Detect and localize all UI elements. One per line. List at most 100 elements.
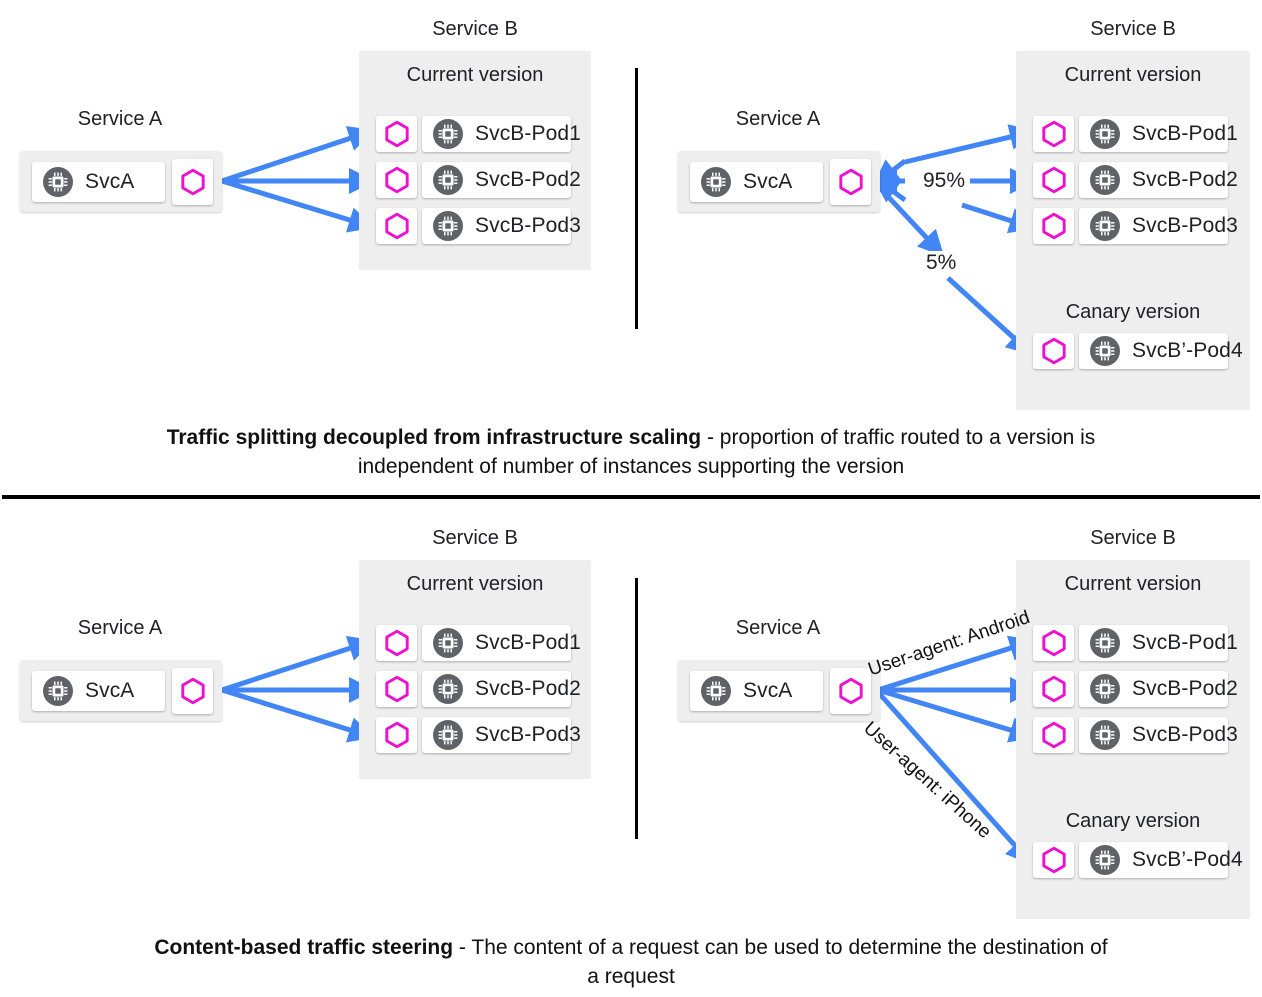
arrow-95-to-pod1 <box>904 124 1036 165</box>
pod-card[interactable]: SvcB-Pod1 <box>1079 116 1238 152</box>
cpu-chip-icon <box>701 676 731 706</box>
service-a-title: Service A <box>735 617 821 639</box>
arrow-svca-to-pod1-b <box>221 635 375 693</box>
service-a-pod-card[interactable]: SvcA <box>32 671 165 711</box>
envoy-proxy-hexagon-icon <box>838 168 863 196</box>
pod-proxy-card[interactable] <box>376 162 417 198</box>
pod-card[interactable]: SvcB-Pod3 <box>422 208 581 244</box>
pod-proxy-card[interactable] <box>1033 116 1074 152</box>
pod-card[interactable]: SvcB-Pod3 <box>1079 717 1238 753</box>
arrow-5-to-pod4 <box>946 276 1033 356</box>
pod-label: SvcB-Pod2 <box>475 168 581 191</box>
arrow-gw-to-pod4-b <box>876 690 1032 865</box>
cpu-chip-icon <box>433 211 463 241</box>
cpu-chip-icon <box>1090 336 1120 366</box>
cpu-chip-icon <box>43 676 73 706</box>
envoy-proxy-hexagon-icon <box>1041 846 1066 874</box>
envoy-proxy-hexagon-icon <box>1041 120 1066 148</box>
service-a-pod-card[interactable]: SvcA <box>690 162 823 202</box>
arrow-gw-stub-1 <box>872 159 907 186</box>
service-a-proxy-card[interactable] <box>830 159 871 205</box>
pod-label: SvcB-Pod3 <box>1132 723 1238 746</box>
service-b-title: Service B <box>432 527 518 549</box>
cpu-chip-icon <box>433 119 463 149</box>
cpu-chip-icon <box>701 167 731 197</box>
canary-version-title: Canary version <box>1065 301 1201 323</box>
pod-label: SvcB-Pod1 <box>475 631 581 654</box>
cpu-chip-icon <box>433 628 463 658</box>
current-version-title: Current version <box>406 64 544 86</box>
pod-card[interactable]: SvcB-Pod2 <box>1079 162 1238 198</box>
envoy-proxy-hexagon-icon <box>384 675 409 703</box>
cpu-chip-icon <box>1090 165 1120 195</box>
pod-label: SvcB-Pod1 <box>1132 631 1238 654</box>
edge-label-5: 5% <box>921 251 962 275</box>
cpu-chip-icon <box>1090 845 1120 875</box>
canary-pod-card[interactable]: SvcB’-Pod4 <box>1079 333 1243 369</box>
envoy-proxy-hexagon-icon <box>180 677 205 705</box>
pod-proxy-card[interactable] <box>1033 625 1074 661</box>
pod-proxy-card[interactable] <box>376 208 417 244</box>
pod-proxy-card[interactable] <box>376 116 417 152</box>
canary-version-title: Canary version <box>1065 810 1201 832</box>
edge-label-95: 95% <box>918 169 971 193</box>
cpu-chip-icon <box>433 165 463 195</box>
pod-proxy-card[interactable] <box>1033 717 1074 753</box>
pod-card[interactable]: SvcB-Pod2 <box>1079 671 1238 707</box>
pod-label: SvcB-Pod3 <box>1132 214 1238 237</box>
cpu-chip-icon <box>1090 211 1120 241</box>
pod-label: SvcB’-Pod4 <box>1132 848 1243 871</box>
pod-card[interactable]: SvcB-Pod2 <box>422 162 581 198</box>
pod-card[interactable]: SvcB-Pod3 <box>422 717 581 753</box>
service-a-pod-label: SvcA <box>85 170 135 193</box>
service-a-pod-card[interactable]: SvcA <box>690 671 823 711</box>
panel-divider-vertical <box>635 68 638 329</box>
service-a-pod-label: SvcA <box>85 679 135 702</box>
service-b-title: Service B <box>432 18 518 40</box>
cpu-chip-icon <box>1090 119 1120 149</box>
pod-proxy-card[interactable] <box>376 671 417 707</box>
cpu-chip-icon <box>1090 674 1120 704</box>
service-a-title: Service A <box>77 617 163 639</box>
edge-label-user-agent-iphone: User-agent: iPhone <box>859 717 996 843</box>
envoy-proxy-hexagon-icon <box>384 629 409 657</box>
pod-proxy-card[interactable] <box>376 717 417 753</box>
service-b-title: Service B <box>1090 527 1176 549</box>
caption-rest: - proportion of traffic routed to a vers… <box>357 426 1096 478</box>
pod-label: SvcB-Pod3 <box>475 723 581 746</box>
service-a-title: Service A <box>735 108 821 130</box>
service-a-title: Service A <box>77 108 163 130</box>
canary-pod-proxy-card[interactable] <box>1033 333 1074 369</box>
pod-card[interactable]: SvcB-Pod1 <box>1079 625 1238 661</box>
canary-pod-card[interactable]: SvcB’-Pod4 <box>1079 842 1243 878</box>
pod-proxy-card[interactable] <box>376 625 417 661</box>
canary-pod-proxy-card[interactable] <box>1033 842 1074 878</box>
envoy-proxy-hexagon-icon <box>1041 629 1066 657</box>
pod-proxy-card[interactable] <box>1033 671 1074 707</box>
service-a-proxy-card[interactable] <box>830 668 871 714</box>
envoy-proxy-hexagon-icon <box>384 120 409 148</box>
pod-proxy-card[interactable] <box>1033 208 1074 244</box>
pod-label: SvcB-Pod2 <box>1132 168 1238 191</box>
service-a-pod-card[interactable]: SvcA <box>32 162 165 202</box>
section-caption: Traffic splitting decoupled from infrast… <box>0 423 1262 481</box>
pod-card[interactable]: SvcB-Pod3 <box>1079 208 1238 244</box>
section-divider-horizontal <box>2 495 1260 499</box>
arrow-svca-to-pod3 <box>221 178 375 233</box>
current-version-title: Current version <box>406 573 544 595</box>
service-a-proxy-card[interactable] <box>172 668 213 714</box>
pod-card[interactable]: SvcB-Pod2 <box>422 671 581 707</box>
pod-label: SvcB-Pod1 <box>1132 122 1238 145</box>
current-version-title: Current version <box>1064 573 1202 595</box>
service-a-proxy-card[interactable] <box>172 159 213 205</box>
pod-proxy-card[interactable] <box>1033 162 1074 198</box>
pod-label: SvcB-Pod2 <box>475 677 581 700</box>
pod-card[interactable]: SvcB-Pod1 <box>422 625 581 661</box>
pod-label: SvcB’-Pod4 <box>1132 339 1243 362</box>
pod-label: SvcB-Pod1 <box>475 122 581 145</box>
envoy-proxy-hexagon-icon <box>838 677 863 705</box>
envoy-proxy-hexagon-icon <box>384 721 409 749</box>
envoy-proxy-hexagon-icon <box>1041 337 1066 365</box>
pod-card[interactable]: SvcB-Pod1 <box>422 116 581 152</box>
